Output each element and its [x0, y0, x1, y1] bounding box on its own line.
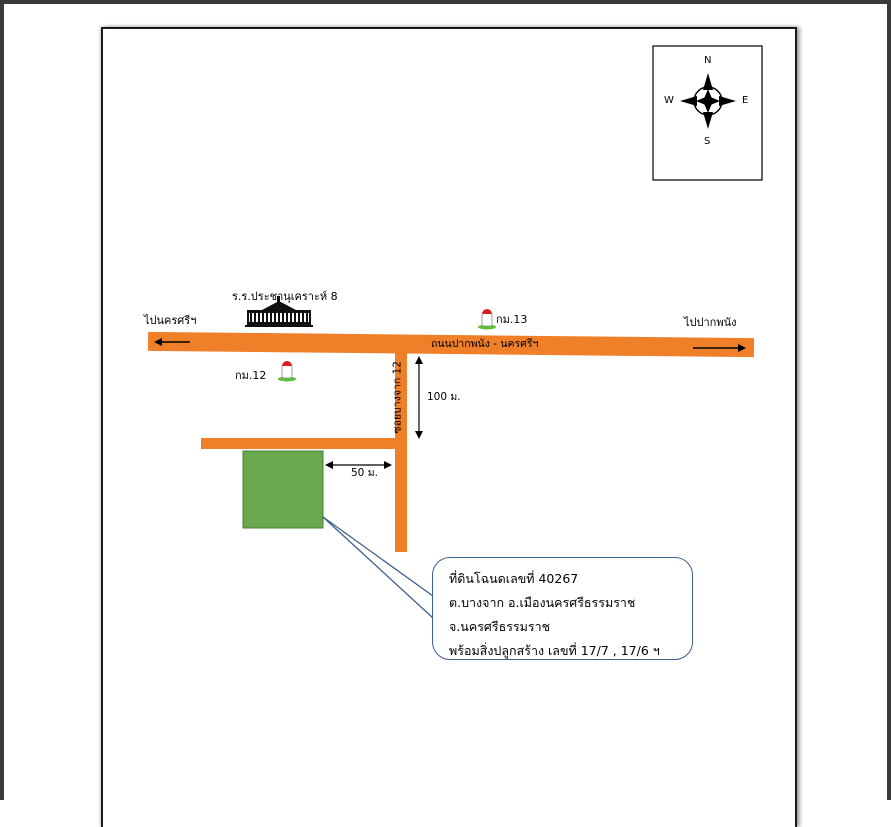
page-edge-top: [0, 0, 891, 4]
map-canvas: [147, 45, 763, 619]
side-road-label: ซอยบางจาก 12: [391, 361, 404, 434]
arrow-left-icon: [154, 338, 190, 346]
to-pakphanang-label: ไปปากพนัง: [684, 316, 737, 329]
km-marker-12-icon: [278, 361, 296, 382]
parcel-callout: ที่ดินโฉนดเลขที่ 40267 ต.บางจาก อ.เมืองน…: [432, 557, 693, 660]
distance-50m-label: 50 ม.: [351, 467, 378, 479]
branch-road: [201, 438, 407, 449]
main-road: [147, 331, 755, 358]
callout-line-2: ต.บางจาก อ.เมืองนครศรีธรรมราช: [449, 595, 636, 610]
main-road-label: ถนนปากพนัง - นครศรีฯ: [431, 338, 539, 350]
compass-south-label: S: [704, 136, 711, 147]
land-parcel: [242, 450, 324, 529]
page-edge-right: [887, 0, 891, 800]
side-road: [395, 352, 407, 552]
distance-100m-label: 100 ม.: [427, 391, 461, 403]
to-nakhon-label: ไปนครศรีฯ: [144, 314, 197, 327]
callout-pointer-bottom: [322, 516, 434, 619]
callout-line-3: จ.นครศรีธรรมราช: [449, 619, 551, 634]
compass-east-label: E: [742, 95, 749, 106]
page-edge-left: [0, 0, 4, 800]
km12-label: กม.12: [235, 369, 267, 382]
km13-label: กม.13: [496, 313, 528, 326]
dimension-50m: [325, 461, 392, 469]
compass-north-label: N: [704, 55, 712, 66]
callout-pointer-top: [322, 516, 434, 597]
callout-line-4: พร้อมสิ่งปลูกสร้าง เลขที่ 17/7 , 17/6 ฯ: [449, 643, 660, 658]
km-marker-13-icon: [478, 309, 496, 330]
compass-rose-icon: [680, 73, 736, 129]
school-label: ร.ร.ประชานุเคราะห์ 8: [232, 290, 338, 303]
dimension-100m: [415, 356, 423, 439]
arrow-right-icon: [693, 344, 746, 352]
callout-line-1: ที่ดินโฉนดเลขที่ 40267: [449, 571, 579, 586]
compass-west-label: W: [664, 95, 674, 106]
school-building-icon: [245, 296, 313, 327]
